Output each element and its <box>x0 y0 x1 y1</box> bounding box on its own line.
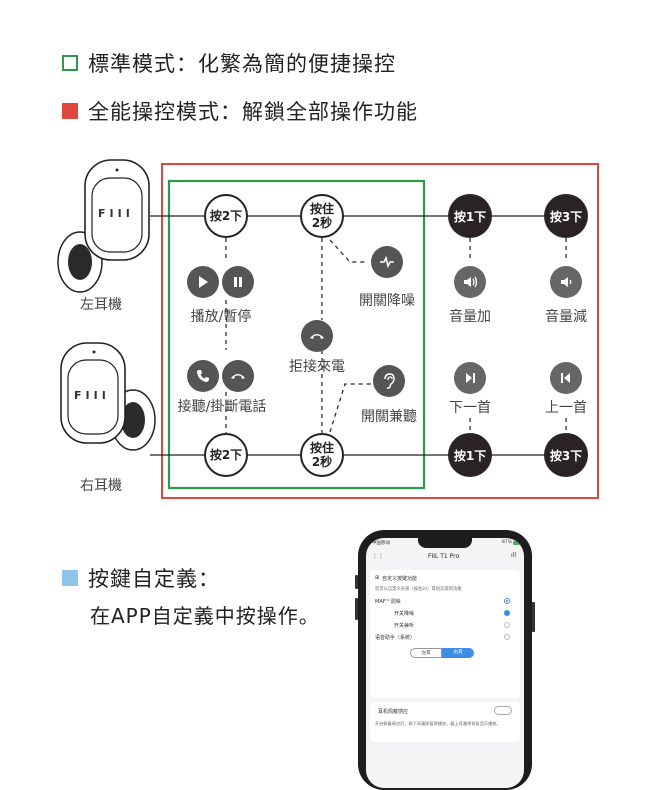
legend-full: 全能操控模式：解鎖全部操作功能 <box>62 96 418 126</box>
option-ambient-label: 开关兼听 <box>394 623 415 629</box>
option-mode-radio-dot <box>506 600 508 602</box>
full-mode-label: 全能操控模式：解鎖全部操作功能 <box>88 100 418 124</box>
menu-icon: ⋮⋮ <box>372 553 384 560</box>
tab-right-ear-label: 右耳 <box>453 650 463 655</box>
option-anc-label: 开关降噪 <box>394 611 415 617</box>
full-mode-swatch <box>62 103 78 119</box>
option-anc[interactable]: 开关降噪 <box>394 610 414 617</box>
reject-call-icon <box>301 320 333 352</box>
standard-mode-frame <box>167 179 426 490</box>
custom-mode-label: 按鍵自定義： <box>88 567 220 591</box>
noise-cancel-label: 開關降噪 <box>359 293 415 309</box>
volume-up-label: 音量加 <box>449 309 491 325</box>
left-earbud-brand: FIII <box>98 207 134 220</box>
battery-icon <box>513 541 520 545</box>
standard-mode-swatch <box>62 55 78 71</box>
tab-right-ear[interactable]: 右耳 <box>442 648 474 658</box>
control-diagram <box>57 159 599 499</box>
left-earbud-label: 左耳機 <box>80 297 122 313</box>
reject-call-label: 拒接來電 <box>289 359 345 375</box>
phone-side-button <box>355 598 358 620</box>
ambient-ear-icon <box>373 365 405 397</box>
custom-mode-description: 在APP自定義中按操作。 <box>90 604 320 628</box>
option-assistant[interactable]: 语音助手（系统） <box>375 634 415 641</box>
left-press3-button: 按3下 <box>544 194 588 238</box>
option-ambient-radio[interactable] <box>504 622 510 628</box>
option-mode-label: MAF™调噪 <box>375 599 401 605</box>
legend-custom: 按鍵自定義： <box>62 563 220 593</box>
section-hint: 您可以自定义长按（按住2s）耳机实现的功能 <box>375 587 462 592</box>
option-assistant-label: 语音助手（系统） <box>375 635 416 641</box>
play-icon <box>187 266 219 298</box>
signal-bars-icon: ıll <box>510 552 516 559</box>
previous-track-label: 上一首 <box>545 400 587 416</box>
right-press1-button: 按1下 <box>448 433 492 477</box>
option-ambient[interactable]: 开关兼听 <box>394 622 414 629</box>
app-title: FIIL T1 Pro <box>428 553 460 560</box>
right-hold-button: 按住2秒 <box>300 433 344 477</box>
hangup-call-icon <box>222 360 254 392</box>
previous-track-icon <box>550 362 582 394</box>
play-pause-label: 播放/暫停 <box>190 309 252 325</box>
section-title: 自定义按键功能 <box>382 576 418 582</box>
wear-title: 耳机佩戴感应 <box>378 709 409 715</box>
right-hold-label: 按住2秒 <box>309 441 334 469</box>
right-earbud-label: 右耳機 <box>80 478 122 494</box>
custom-mode-swatch <box>62 570 78 586</box>
grid-icon: ⊞ <box>375 575 380 581</box>
tab-left-ear[interactable]: 左耳 <box>410 648 442 658</box>
left-press1-button: 按1下 <box>448 194 492 238</box>
next-track-label: 下一首 <box>449 400 491 416</box>
full-mode-frame <box>161 163 599 499</box>
option-anc-check[interactable] <box>504 610 510 616</box>
volume-up-icon <box>454 266 486 298</box>
left-press2-button: 按2下 <box>204 194 248 238</box>
ambient-label: 開關兼聽 <box>361 409 417 425</box>
left-hold-label: 按住2秒 <box>309 202 334 230</box>
right-earbud-graphic <box>60 342 156 451</box>
wear-toggle[interactable] <box>494 706 512 715</box>
legend-standard: 標準模式：化繁為簡的便捷操控 <box>62 48 396 78</box>
volume-down-icon <box>550 266 582 298</box>
standard-mode-label: 標準模式：化繁為簡的便捷操控 <box>88 52 396 76</box>
option-mode[interactable]: MAF™调噪 <box>375 598 401 605</box>
option-assistant-radio[interactable] <box>504 634 510 640</box>
status-carrier: 中国移动 <box>372 541 390 546</box>
settings-card <box>370 570 520 698</box>
left-earbud-graphic <box>57 159 150 293</box>
tab-left-ear-label: 左耳 <box>421 651 431 656</box>
wear-description: 开启佩戴感应后，取下耳塞即暂停播放，戴上耳塞将恢复音乐播放。 <box>375 721 501 726</box>
noise-cancel-icon <box>371 246 403 278</box>
phone-side-button <box>355 575 358 589</box>
status-battery: 87% <box>501 540 512 545</box>
volume-down-label: 音量減 <box>545 309 587 325</box>
answer-hangup-label: 接聽/掛斷電話 <box>177 399 267 415</box>
phone-notch <box>418 538 472 548</box>
next-track-icon <box>454 362 486 394</box>
answer-call-icon <box>187 360 219 392</box>
phone-screen: 中国移动 87% ⋮⋮ FIIL T1 Pro ıll ⊞ 自定义按键功能 您可… <box>366 538 524 788</box>
left-hold-button: 按住2秒 <box>300 194 344 238</box>
right-press2-button: 按2下 <box>204 433 248 477</box>
pause-icon <box>222 266 254 298</box>
right-earbud-brand: FIII <box>74 389 110 402</box>
right-press3-button: 按3下 <box>544 433 588 477</box>
phone-side-button <box>532 602 535 632</box>
